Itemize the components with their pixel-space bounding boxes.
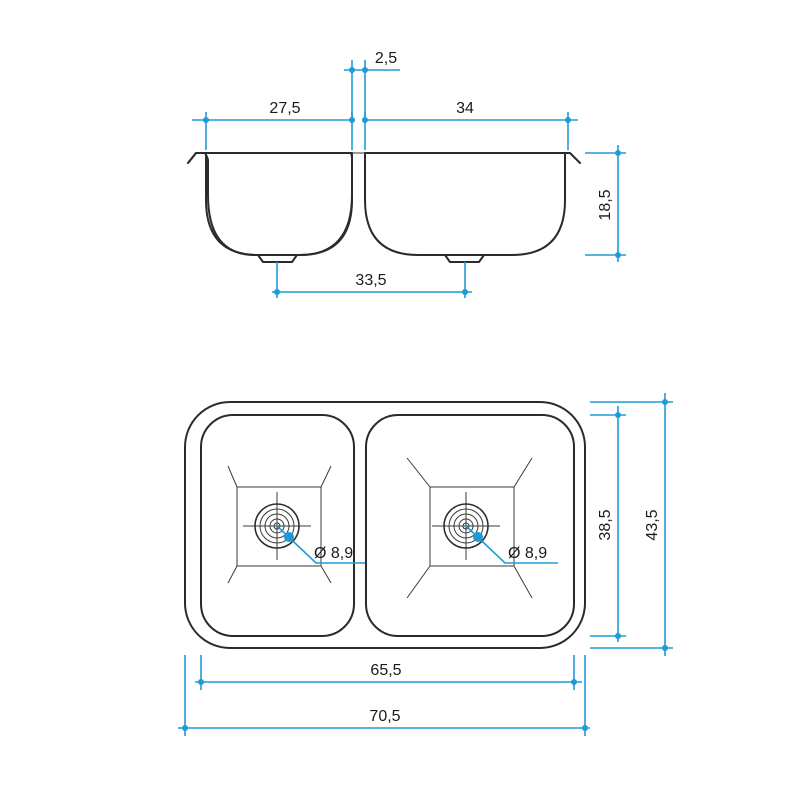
- right-bowl-width-label: 34: [456, 100, 474, 117]
- left-bowl-slope-lines: [227, 465, 332, 584]
- top-view: Ø 8,9 Ø 8,9 65,5 70,5: [178, 393, 673, 736]
- right-drain-diameter-label: Ø 8,9: [508, 545, 547, 562]
- right-rim: [364, 152, 581, 164]
- side-view: 27,5 34 2,5 33,5: [187, 50, 626, 298]
- dimension-outer-depth: 43,5: [590, 393, 673, 656]
- right-drain-stub: [444, 254, 485, 263]
- right-bowl: [365, 414, 575, 637]
- divider-width-label: 2,5: [375, 50, 397, 67]
- left-bowl: [200, 414, 355, 637]
- sink-outer-rim: [184, 401, 586, 649]
- right-bowl-slope-lines: [406, 457, 533, 599]
- side-view-profile: [187, 152, 353, 256]
- left-bowl-profile: [205, 152, 353, 256]
- left-drain-diameter-label: Ø 8,9: [314, 545, 353, 562]
- dimension-left-bowl-width: 27,5: [192, 100, 355, 150]
- dimension-right-bowl-width: 34: [362, 100, 578, 150]
- dimension-inner-depth: 38,5: [590, 406, 626, 642]
- left-bowl-width-label: 27,5: [269, 100, 300, 117]
- dimension-outer-width: 70,5: [178, 655, 590, 736]
- outer-width-label: 70,5: [369, 708, 400, 725]
- dimension-depth: 18,5: [585, 145, 626, 262]
- inner-width-label: 65,5: [370, 662, 401, 679]
- outer-depth-label: 43,5: [644, 509, 661, 540]
- dimension-divider-width: 2,5: [344, 50, 400, 118]
- left-drain-stub: [257, 254, 298, 263]
- left-rim: [187, 152, 353, 164]
- dimension-inner-width: 65,5: [195, 655, 582, 690]
- dimension-drain-spacing: 33,5: [272, 262, 472, 298]
- inner-depth-label: 38,5: [597, 509, 614, 540]
- right-drain-diameter-dimension: Ø 8,9: [465, 525, 558, 564]
- drain-spacing-label: 33,5: [355, 272, 386, 289]
- left-drain-diameter-dimension: Ø 8,9: [276, 525, 365, 564]
- depth-label: 18,5: [597, 189, 614, 220]
- right-bowl-profile: [364, 152, 566, 256]
